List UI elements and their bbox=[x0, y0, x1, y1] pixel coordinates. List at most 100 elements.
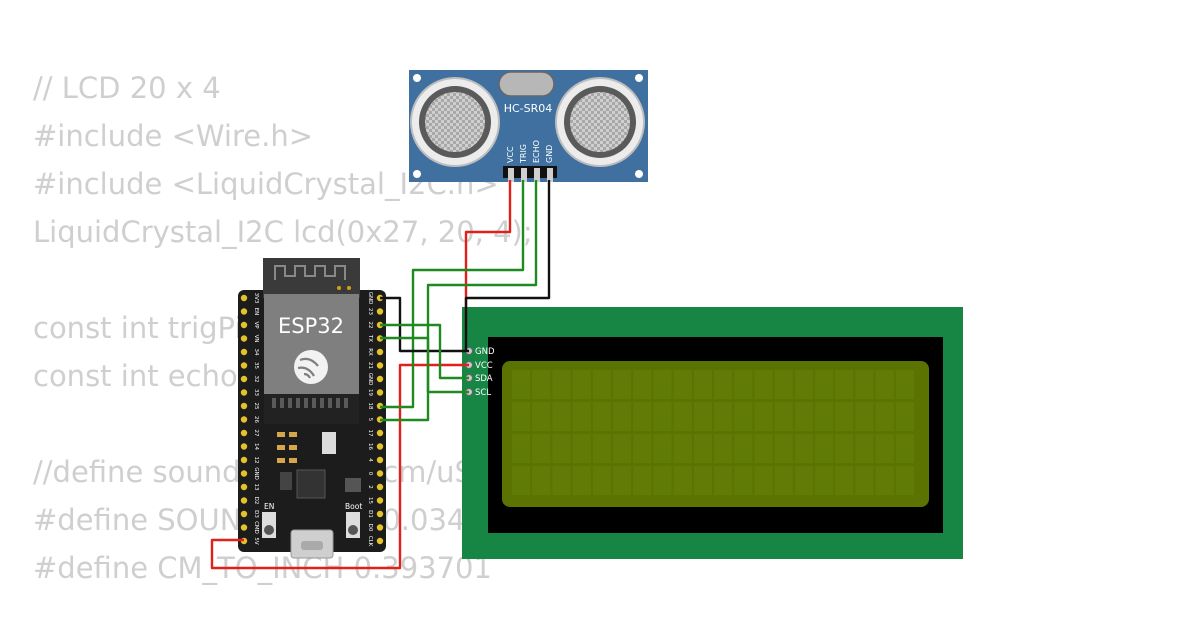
sensor-pins bbox=[508, 168, 553, 182]
lcd-character-cell bbox=[532, 402, 551, 431]
header-pin[interactable] bbox=[376, 389, 384, 396]
code-line: // LCD 20 x 4 bbox=[33, 71, 221, 105]
header-pin[interactable] bbox=[240, 429, 248, 437]
pin-label: 13 bbox=[253, 484, 259, 491]
header-pin[interactable] bbox=[376, 443, 384, 450]
lcd-character-cell bbox=[673, 434, 692, 463]
header-pin[interactable] bbox=[376, 524, 384, 531]
lcd-character-cell bbox=[794, 402, 813, 431]
header-pin[interactable] bbox=[376, 537, 384, 545]
esp32-board[interactable]: ESP32 EN Boot bbox=[238, 258, 386, 559]
lcd-character-cell bbox=[774, 370, 793, 399]
wire-echo[interactable] bbox=[380, 180, 538, 422]
header-pin[interactable] bbox=[376, 456, 384, 464]
mount-hole bbox=[413, 74, 421, 82]
lcd-character-cell bbox=[875, 402, 894, 431]
header-pin[interactable] bbox=[240, 470, 248, 477]
header-pin[interactable] bbox=[376, 510, 384, 518]
lcd-character-cell bbox=[855, 466, 874, 495]
header-pin[interactable] bbox=[240, 375, 248, 383]
header-pin[interactable] bbox=[240, 389, 248, 396]
lcd-character-cell bbox=[774, 402, 793, 431]
header-pin[interactable] bbox=[376, 470, 384, 477]
header-pin[interactable] bbox=[240, 335, 248, 342]
sensor-pin-label: TRIG bbox=[519, 144, 528, 164]
header-pin[interactable] bbox=[240, 443, 248, 450]
sensor-pin-echo[interactable] bbox=[534, 168, 540, 182]
lcd-character-cell bbox=[835, 466, 854, 495]
lcd-character-cell bbox=[613, 402, 632, 431]
header-pin[interactable] bbox=[240, 348, 248, 356]
lcd-character-cell bbox=[714, 434, 733, 463]
usb-uart-chip bbox=[296, 469, 326, 499]
header-pin[interactable] bbox=[376, 375, 384, 383]
lcd-character-cell bbox=[673, 370, 692, 399]
wires bbox=[210, 180, 551, 570]
pin-label: GND bbox=[367, 292, 373, 305]
lcd-pin-label: VCC bbox=[475, 361, 493, 371]
pin-label: 4 bbox=[367, 458, 373, 462]
lcd-character-cell bbox=[855, 434, 874, 463]
header-pin[interactable] bbox=[376, 308, 384, 315]
sensor-pin-label: GND bbox=[545, 145, 554, 163]
wire-5v[interactable] bbox=[210, 363, 469, 570]
boot-button[interactable]: Boot bbox=[345, 502, 362, 538]
lcd-character-cell bbox=[592, 466, 611, 495]
lcd-pin-label: SCL bbox=[475, 388, 491, 398]
lcd-character-cell bbox=[754, 466, 773, 495]
header-pin[interactable] bbox=[240, 294, 248, 302]
header-pin[interactable] bbox=[240, 362, 248, 369]
header-pin[interactable] bbox=[240, 497, 248, 504]
pin-label: 21 bbox=[367, 362, 373, 369]
pin-label: TX bbox=[367, 334, 373, 342]
pin-label: 14 bbox=[253, 443, 259, 450]
header-pin[interactable] bbox=[240, 483, 248, 491]
header-pin[interactable] bbox=[240, 416, 248, 423]
pin-label: 25 bbox=[253, 403, 259, 410]
lcd-character-cell bbox=[895, 466, 914, 495]
header-pin[interactable] bbox=[240, 321, 248, 329]
header-pin[interactable] bbox=[376, 362, 384, 369]
pin-label: 35 bbox=[253, 362, 259, 369]
header-pin[interactable] bbox=[240, 456, 248, 464]
ultrasonic-sensor[interactable]: HC-SR04 VCC TRIG ECHO GND bbox=[409, 70, 648, 182]
header-pin[interactable] bbox=[376, 348, 384, 356]
pin-label: D0 bbox=[367, 524, 373, 532]
en-button[interactable]: EN bbox=[262, 502, 276, 538]
lcd-character-cell bbox=[512, 370, 531, 399]
header-pin[interactable] bbox=[240, 402, 248, 410]
sensor-pin-vcc[interactable] bbox=[508, 168, 514, 182]
header-pin[interactable] bbox=[376, 429, 384, 437]
wire-sensor-vcc[interactable] bbox=[464, 180, 512, 330]
header-pin[interactable] bbox=[240, 524, 248, 531]
lcd-character-cell bbox=[613, 434, 632, 463]
sensor-pin-gnd[interactable] bbox=[547, 168, 553, 182]
pin-label: 26 bbox=[253, 416, 259, 423]
wire-trig[interactable] bbox=[380, 180, 525, 409]
lcd-module[interactable]: GND VCC SDA SCL bbox=[462, 307, 963, 559]
lcd-character-cell bbox=[875, 370, 894, 399]
lcd-character-cell bbox=[895, 370, 914, 399]
header-pin[interactable] bbox=[376, 483, 384, 491]
pin-label: 5V bbox=[253, 537, 259, 544]
lcd-character-cell bbox=[815, 370, 834, 399]
component bbox=[280, 472, 292, 490]
lcd-character-cell bbox=[835, 434, 854, 463]
wire-scl[interactable] bbox=[380, 336, 469, 394]
lcd-character-cell bbox=[875, 434, 894, 463]
pin-label: CLK bbox=[367, 536, 373, 547]
lcd-character-cell bbox=[572, 434, 591, 463]
lcd-pin-label: GND bbox=[475, 347, 495, 357]
lcd-character-cell bbox=[512, 434, 531, 463]
pin-label: 27 bbox=[253, 430, 259, 437]
header-pin[interactable] bbox=[376, 497, 384, 504]
espressif-logo-icon bbox=[294, 350, 328, 384]
lcd-character-cell bbox=[512, 466, 531, 495]
sensor-pin-trig[interactable] bbox=[521, 168, 527, 182]
wire-sensor-gnd[interactable] bbox=[464, 180, 551, 351]
lcd-character-cell bbox=[673, 402, 692, 431]
lcd-character-cell bbox=[613, 466, 632, 495]
header-pin[interactable] bbox=[240, 308, 248, 315]
header-pin[interactable] bbox=[240, 510, 248, 518]
wire-sda[interactable] bbox=[380, 323, 469, 380]
